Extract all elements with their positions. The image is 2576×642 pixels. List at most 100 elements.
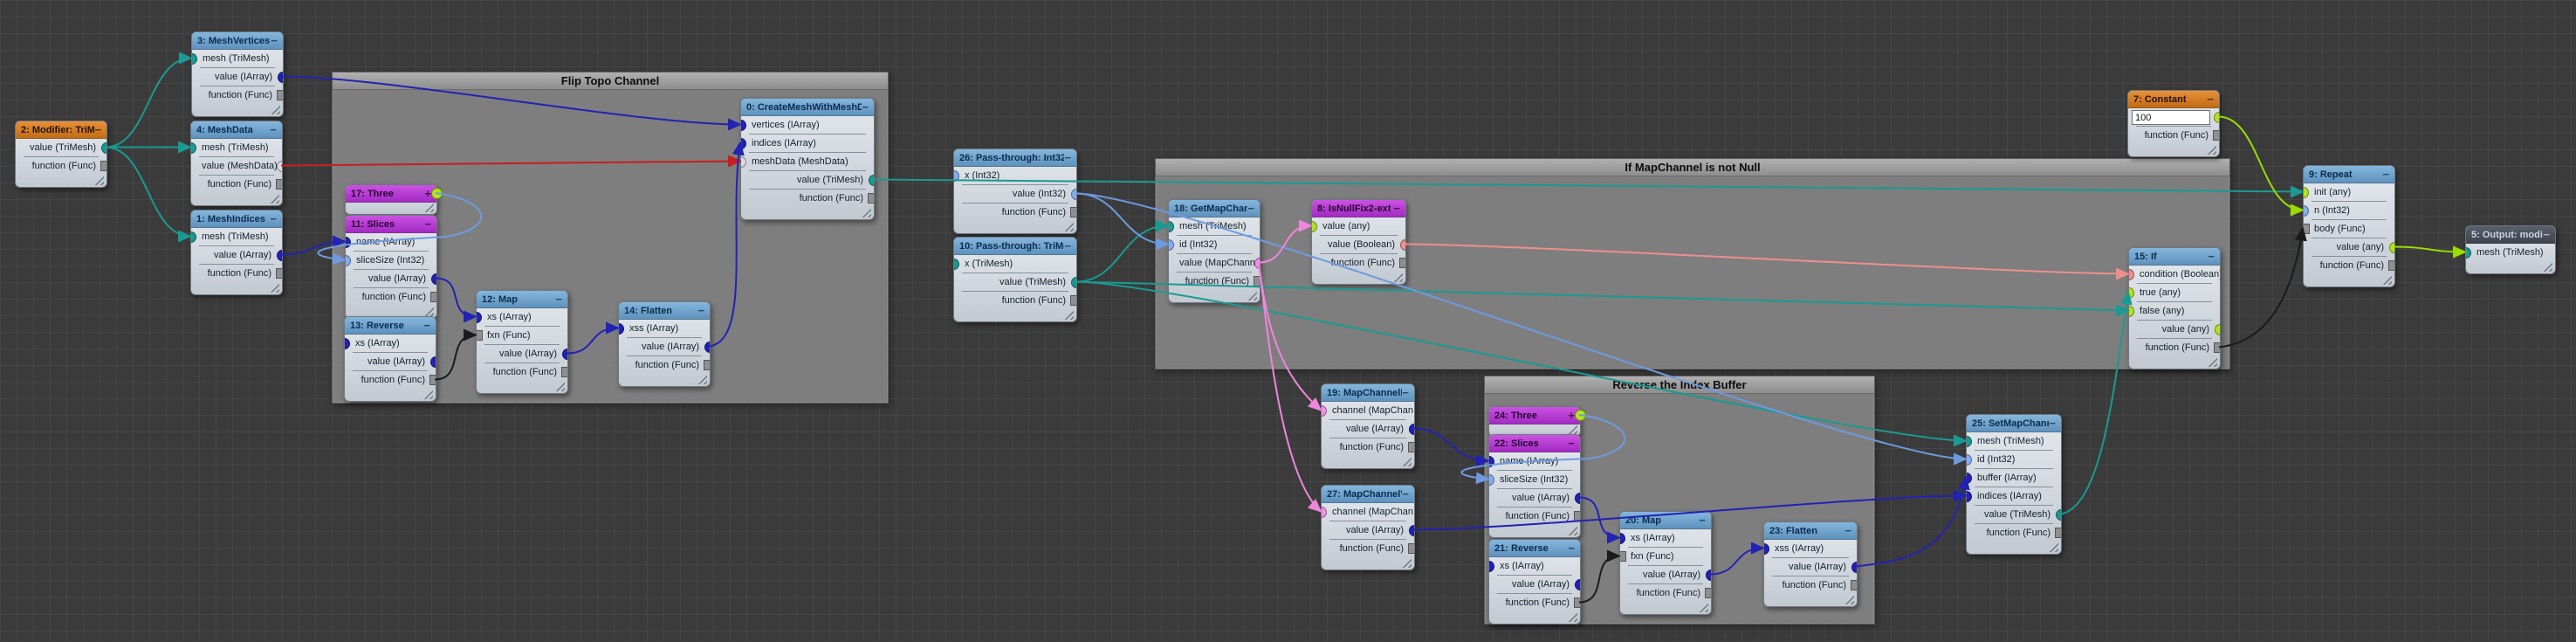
- port-in-any[interactable]: [2129, 287, 2134, 299]
- port-out-meshdata[interactable]: [277, 161, 282, 172]
- port-in-trimesh[interactable]: [191, 231, 196, 243]
- collapse-icon[interactable]: −: [2382, 167, 2389, 181]
- collapse-icon[interactable]: −: [555, 292, 562, 306]
- port-out-iarray[interactable]: [562, 349, 567, 360]
- port-in-any[interactable]: [2129, 306, 2134, 317]
- node-8-isnullfix2-ext[interactable]: 8: IsNullFix2-ext−value (any)value (Bool…: [1311, 199, 1406, 285]
- node-1-meshindices[interactable]: 1: MeshIndices−mesh (TriMesh)value (IArr…: [190, 210, 283, 295]
- port-in-iarray[interactable]: [1620, 533, 1625, 544]
- port-out-trimesh[interactable]: [1071, 277, 1076, 288]
- node-10-pass-through-trimesh[interactable]: 10: Pass-through: TriMesh−x (TriMesh)val…: [953, 237, 1077, 322]
- resize-grip[interactable]: [92, 176, 104, 185]
- collapse-icon[interactable]: −: [862, 100, 869, 114]
- expand-icon[interactable]: +: [424, 186, 431, 200]
- port-out-func[interactable]: [1070, 295, 1076, 306]
- port-out-func[interactable]: [1408, 442, 1414, 452]
- resize-grip[interactable]: [267, 283, 279, 293]
- collapse-icon[interactable]: −: [1402, 385, 1409, 399]
- port-out-iarray[interactable]: [278, 72, 283, 83]
- expand-icon[interactable]: +: [1568, 408, 1575, 422]
- node-27-mapchannelve[interactable]: 27: MapChannelVe...−channel (MapChan...v…: [1321, 485, 1415, 570]
- port-in-int32[interactable]: [1967, 454, 1972, 466]
- resize-grip[interactable]: [2204, 145, 2216, 155]
- resize-grip[interactable]: [1391, 273, 1403, 282]
- resize-grip[interactable]: [1565, 526, 1577, 535]
- node-2-modifier-trimesh[interactable]: 2: Modifier: TriMesh−value (TriMesh)func…: [15, 121, 107, 188]
- port-in-any[interactable]: [2304, 187, 2309, 198]
- collapse-icon[interactable]: −: [1402, 487, 1409, 500]
- port-out-func[interactable]: [277, 90, 283, 100]
- node-header[interactable]: 7: Constant−: [2128, 91, 2219, 108]
- port-out-iarray[interactable]: [1409, 525, 1414, 536]
- collapse-icon[interactable]: −: [2543, 227, 2550, 241]
- port-out-trimesh[interactable]: [101, 142, 106, 154]
- resize-grip[interactable]: [1842, 595, 1854, 604]
- node-header[interactable]: 9: Repeat−: [2304, 166, 2394, 183]
- resize-grip[interactable]: [1061, 310, 1074, 320]
- node-21-reverse[interactable]: 21: Reverse−xs (IArray)value (IArray)fun…: [1488, 539, 1581, 625]
- node-4-meshdata[interactable]: 4: MeshData−mesh (TriMesh)value (MeshDat…: [190, 121, 283, 206]
- port-out-func[interactable]: [1070, 207, 1076, 217]
- collapse-icon[interactable]: −: [697, 303, 704, 317]
- collapse-icon[interactable]: −: [271, 33, 278, 47]
- port-out-func[interactable]: [1851, 580, 1857, 590]
- collapse-icon[interactable]: −: [1393, 201, 1400, 215]
- collapse-icon[interactable]: −: [424, 217, 431, 231]
- resize-grip[interactable]: [2540, 262, 2552, 272]
- port-in-iarray[interactable]: [1489, 456, 1494, 467]
- port-out-func[interactable]: [1254, 276, 1260, 286]
- port-in-int32[interactable]: [1489, 474, 1494, 486]
- node-header[interactable]: 22: Slices−: [1489, 435, 1580, 452]
- collapse-icon[interactable]: −: [1064, 238, 1071, 252]
- port-out-func[interactable]: [1574, 511, 1580, 521]
- node-header[interactable]: 1: MeshIndices−: [191, 211, 282, 228]
- port-in-iarray[interactable]: [619, 323, 624, 335]
- port-out-trimesh[interactable]: [869, 175, 874, 186]
- port-out-func[interactable]: [430, 292, 436, 302]
- port-out-iarray[interactable]: [1706, 570, 1711, 581]
- port-out-func[interactable]: [100, 161, 106, 171]
- resize-grip[interactable]: [422, 203, 434, 212]
- collapse-icon[interactable]: −: [270, 122, 277, 136]
- node-11-slices[interactable]: 11: Slices−name (IArray)sliceSize (Int32…: [345, 215, 437, 319]
- resize-grip[interactable]: [1696, 603, 1708, 612]
- port-in-any[interactable]: [1312, 221, 1317, 232]
- resize-grip[interactable]: [1245, 291, 1257, 300]
- node-header[interactable]: 4: MeshData−: [191, 121, 282, 139]
- node-header[interactable]: 14: Flatten−: [619, 302, 710, 320]
- node-header[interactable]: 0: CreateMeshWithMeshData−: [741, 99, 874, 116]
- collapse-icon[interactable]: −: [1568, 541, 1575, 555]
- port-in-mapchannel[interactable]: [1322, 405, 1327, 417]
- port-out-func[interactable]: [868, 193, 874, 204]
- collapse-icon[interactable]: −: [270, 211, 277, 225]
- node-7-constant[interactable]: 7: Constant−function (Func): [2127, 90, 2220, 157]
- resize-grip[interactable]: [421, 390, 433, 399]
- group-title[interactable]: Reverse the Index Buffer: [1485, 376, 1874, 394]
- group-title[interactable]: Flip Topo Channel: [333, 72, 888, 90]
- port-out-func[interactable]: [561, 367, 567, 377]
- resize-grip[interactable]: [553, 382, 565, 391]
- port-out-func[interactable]: [276, 179, 282, 190]
- port-in-meshdata[interactable]: [741, 156, 746, 168]
- port-in-mapchannel[interactable]: [1322, 507, 1327, 518]
- resize-grip[interactable]: [1061, 222, 1074, 231]
- node-22-slices[interactable]: 22: Slices−name (IArray)sliceSize (Int32…: [1488, 434, 1581, 538]
- port-out-boolean[interactable]: [1400, 239, 1405, 251]
- node-26-pass-through-int32[interactable]: 26: Pass-through: Int32−x (Int32)value (…: [953, 148, 1077, 234]
- port-out-trimesh[interactable]: [2056, 509, 2061, 521]
- node-header[interactable]: 18: GetMapChannel−: [1169, 200, 1260, 217]
- port-in-iarray[interactable]: [1764, 543, 1769, 555]
- port-out-iarray[interactable]: [1851, 562, 1857, 573]
- node-25-setmapchannel[interactable]: 25: SetMapChannel−mesh (TriMesh)id (Int3…: [1966, 414, 2062, 555]
- node-header[interactable]: 23: Flatten−: [1764, 522, 1857, 540]
- resize-grip[interactable]: [1565, 612, 1577, 622]
- port-out-func[interactable]: [276, 268, 282, 279]
- node-17-three[interactable]: 17: Three+: [345, 184, 443, 215]
- node-header[interactable]: 13: Reverse−: [345, 317, 436, 335]
- node-15-if[interactable]: 15: If−condition (Boolean)true (any)fals…: [2128, 247, 2221, 369]
- collapse-icon[interactable]: −: [1247, 201, 1254, 215]
- resize-grip[interactable]: [859, 208, 871, 217]
- constant-value-input[interactable]: [2132, 110, 2210, 125]
- node-5-output-modifier[interactable]: 5: Output: modifier−mesh (TriMesh): [2465, 225, 2556, 274]
- port-out-any[interactable]: [2214, 112, 2219, 123]
